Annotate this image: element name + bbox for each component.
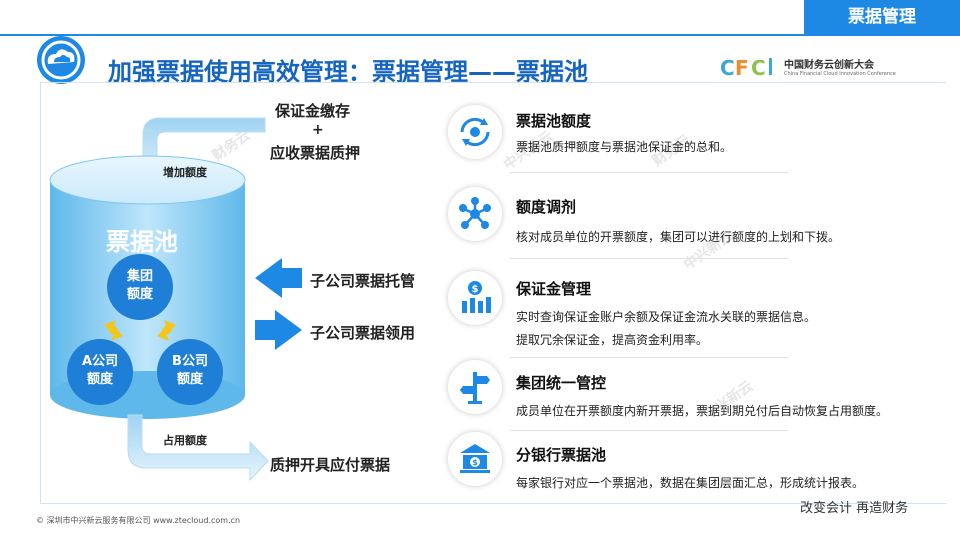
item-divider — [510, 430, 788, 431]
svg-text:F: F — [735, 56, 749, 80]
pool-quota-icon — [448, 105, 502, 159]
item-desc: 成员单位在开票额度内新开票据，票据到期兑付后自动恢复占用额度。 — [516, 404, 889, 418]
brand-en: China Financial Cloud Innovation Confere… — [784, 71, 896, 77]
b-quota-line1: B公司 — [172, 354, 208, 369]
footer-copyright: © 深圳市中兴新云服务有限公司 www.ztecloud.com.cn — [36, 516, 241, 525]
yellow-arrow-right — [157, 320, 176, 341]
pool-title: 票据池 — [106, 228, 178, 256]
a-quota-text: A公司 额度 — [67, 353, 133, 389]
item-divider — [510, 172, 788, 173]
item-title: 票据池额度 — [516, 112, 592, 130]
svg-text:$: $ — [472, 284, 479, 295]
group-quota-line2: 额度 — [126, 287, 153, 302]
pool-cylinder-top — [49, 155, 246, 205]
page-title: 加强票据使用高效管理：票据管理——票据池 — [108, 58, 588, 86]
group-quota-line1: 集团 — [126, 269, 153, 284]
footer-slogan: 改变会计 再造财务 — [800, 501, 909, 516]
cfci-logo-icon: C F C — [720, 56, 772, 80]
outflow-arrow — [127, 414, 269, 482]
brand-name: 中国财务云创新大会 — [784, 60, 874, 71]
draw-arrow — [255, 310, 302, 350]
signpost-icon — [448, 360, 502, 414]
cloud-logo-icon — [37, 36, 85, 84]
svg-text:C: C — [751, 56, 766, 80]
deposit-chart-icon: $ — [448, 271, 502, 325]
inflow-plus: + — [312, 122, 324, 138]
custody-label: 子公司票据托管 — [310, 272, 416, 290]
inflow-label-2: 应收票据质押 — [270, 144, 361, 162]
section-tag: 票据管理 — [804, 0, 960, 34]
b-quota-ball — [157, 339, 223, 405]
item-desc: 每家银行对应一个票据池，数据在集团层面汇总，形成统计报表。 — [516, 476, 865, 490]
a-quota-line1: A公司 — [81, 354, 119, 369]
item-desc: 实时查询保证金账户余额及保证金流水关联的票据信息。 — [516, 310, 817, 324]
a-quota-ball — [67, 339, 133, 405]
b-quota-text: B公司 额度 — [157, 353, 223, 389]
brand-logo: C F C 中国财务云创新大会 China Financial Cloud In… — [720, 54, 910, 84]
item-desc: 票据池质押额度与票据池保证金的总和。 — [516, 140, 733, 154]
item-title: 额度调剂 — [516, 198, 577, 216]
item-divider — [510, 258, 788, 259]
increase-label: 增加额度 — [163, 166, 207, 179]
a-quota-line2: 额度 — [86, 372, 113, 387]
custody-arrow — [255, 258, 302, 298]
b-quota-line2: 额度 — [176, 372, 203, 387]
occupy-label: 占用额度 — [163, 434, 207, 447]
svg-text:$: $ — [472, 458, 478, 467]
item-title: 集团统一管控 — [516, 374, 607, 392]
item-desc: 核对成员单位的开票额度，集团可以进行额度的上划和下拨。 — [516, 230, 841, 244]
item-desc: 提取冗余保证金，提高资金利用率。 — [516, 333, 709, 347]
svg-text:C: C — [720, 56, 735, 80]
bank-icon: $ — [448, 432, 502, 486]
yellow-arrow-left — [104, 320, 123, 341]
group-quota-text: 集团 额度 — [107, 268, 173, 304]
item-divider — [510, 357, 788, 358]
network-icon — [448, 187, 502, 241]
header-rule — [0, 34, 960, 36]
payable-label: 质押开具应付票据 — [270, 456, 391, 474]
content-frame — [40, 82, 946, 504]
inflow-label-1: 保证金缴存 — [275, 102, 351, 120]
item-title: 分银行票据池 — [516, 446, 607, 464]
draw-label: 子公司票据领用 — [310, 324, 416, 342]
item-title: 保证金管理 — [516, 280, 592, 298]
group-quota-ball — [107, 254, 173, 320]
